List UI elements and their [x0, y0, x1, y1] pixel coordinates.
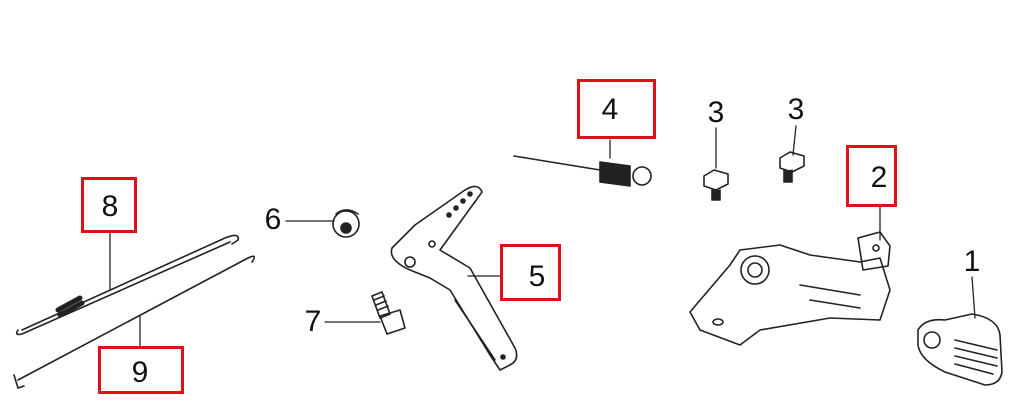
highlight-box-part-4: [577, 79, 656, 139]
bolt-part-7: [371, 291, 406, 335]
lever-part-5: [390, 185, 518, 371]
highlight-box-part-8: [81, 177, 137, 233]
bolt-part-3a: [703, 169, 729, 201]
highlight-box-part-9: [98, 346, 184, 394]
callout-3b: 3: [787, 93, 805, 126]
rod-spring-part-8-9: [13, 234, 256, 389]
knob-part-1: [917, 313, 1003, 386]
leader-lines: [109, 125, 976, 347]
callout-8: 8: [101, 190, 119, 223]
callout-3a: 3: [707, 96, 725, 129]
callout-7: 7: [304, 305, 322, 338]
highlight-box-part-5: [500, 244, 561, 301]
spring-part-4: [513, 155, 652, 187]
bolt-part-3b: [779, 151, 805, 183]
callout-5: 5: [528, 260, 546, 293]
callout-9: 9: [131, 356, 149, 389]
throttle-assembly-part-2: [689, 231, 891, 346]
callout-2: 2: [870, 161, 888, 194]
callout-6: 6: [264, 203, 282, 236]
highlight-box-part-2: [846, 145, 897, 207]
callout-1: 1: [963, 245, 981, 278]
collar-part-6: [332, 209, 360, 238]
callout-4: 4: [601, 93, 619, 126]
